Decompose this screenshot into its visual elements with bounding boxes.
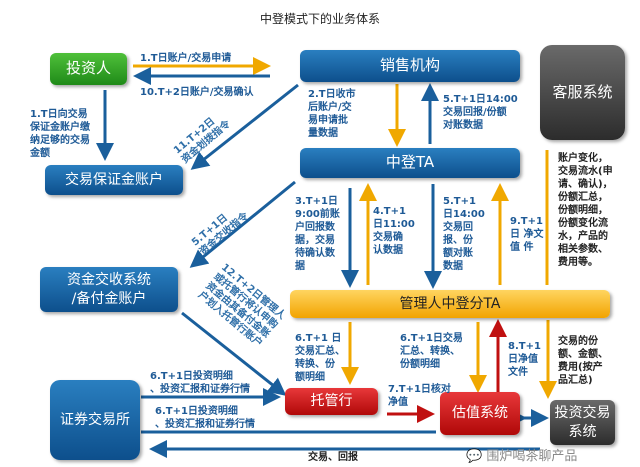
node-investor: 投资人 [50,53,127,85]
label-8: 8.T+1 日净值 文件 [508,341,541,378]
diagram-title: 中登模式下的业务体系 [259,12,380,26]
label-4: 4.T+1 日11:00 交易确 认数据 [373,206,415,256]
label-5c: 5.T+1 日14:00 交易回 报、份 额对账 数据 [443,196,485,272]
label-1b: 1.T日向交易 保证金账户缴 纳足够的交易 金额 [30,109,90,159]
label-1: 1.T日账户/交易申请 [140,53,232,64]
node-exchange: 证券交易所 [50,380,140,460]
arrow-5b [189,180,296,268]
node-sales: 销售机构 [300,50,520,82]
label-9: 9.T+1 日 净文 值 件 [510,216,544,253]
label-3: 3.T+1日 9:00前账 户回报数 据，交易 待确认数 据 [295,196,340,272]
label-fee: 交易的份 额、金额、 费用(按产 品汇总) [558,336,608,386]
label-6a: 6.T+1 日 交易汇总、 转换、份 额明细 [295,333,345,383]
node-valuation: 估值系统 [440,392,520,435]
arrow-11 [190,83,299,170]
node-settle: 资金交收系统 /备付金账户 [40,267,178,312]
node-margin: 交易保证金账户 [45,165,183,195]
label-5a: 5.T+1日14:00 交易回报/份额 对账数据 [443,94,518,131]
node-service: 客服系统 [540,45,625,140]
label-trade: 交易、回报 [308,452,358,463]
label-6c: 6.T+1日投资明细 、投资汇报和证券行情 [150,371,250,395]
label-6d: 6.T+1日投资明细 、投资汇报和证券行情 [155,406,255,430]
label-2: 2.T日收市 后账户/交 易申请批 量数据 [308,89,356,139]
watermark-text: 围炉喝茶聊产品 [486,449,578,464]
node-ta: 中登TA [300,148,520,178]
arrow-12 [181,311,287,396]
label-10: 10.T+2日账户/交易确认 [140,87,254,98]
node-custodian: 托管行 [285,388,378,415]
label-side: 账户变化， 交易流水(申 请、确认)， 份额汇总， 份额明细， 份额变化流 水，… [558,153,613,268]
node-mgr-ta: 管理人中登分TA [290,290,610,318]
watermark: 💬 围炉喝茶聊产品 [466,449,577,465]
node-trading: 投资交易系统 [550,400,615,445]
label-6b: 6.T+1日交易 汇总、转换、 份额明细 [400,333,463,370]
wechat-icon: 💬 [466,449,483,464]
label-7: 7.T+1日核对 净值 [388,384,451,408]
